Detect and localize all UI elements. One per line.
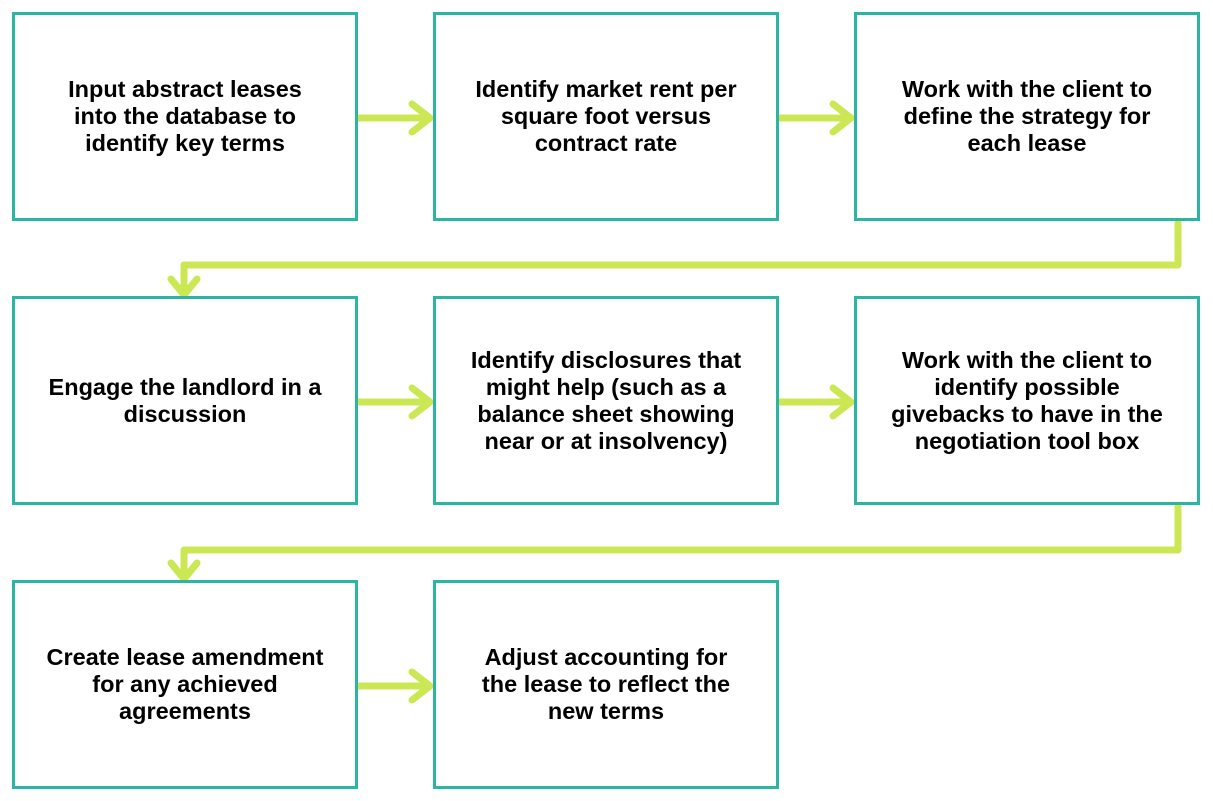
step-text: Adjust accounting for the lease to refle…	[481, 644, 731, 724]
connector-arrow-7-8	[355, 668, 434, 704]
step-text: Work with the client to identify possibl…	[891, 346, 1163, 454]
step-text: Create lease amendment for any achieved …	[46, 644, 324, 724]
step-text: Input abstract leases into the database …	[68, 76, 302, 156]
step-box-input-leases: Input abstract leases into the database …	[12, 12, 358, 221]
step-box-adjust-accounting: Adjust accounting for the lease to refle…	[433, 580, 779, 789]
step-box-identify-disclosures: Identify disclosures that might help (su…	[433, 296, 779, 505]
connector-elbow-6-7	[167, 503, 1182, 583]
step-text: Work with the client to define the strat…	[901, 76, 1153, 156]
step-box-define-strategy: Work with the client to define the strat…	[854, 12, 1200, 221]
step-text: Engage the landlord in a discussion	[48, 373, 322, 427]
step-box-identify-givebacks: Work with the client to identify possibl…	[854, 296, 1200, 505]
connector-arrow-1-2	[355, 100, 434, 136]
step-box-engage-landlord: Engage the landlord in a discussion	[12, 296, 358, 505]
step-box-market-rent: Identify market rent per square foot ver…	[433, 12, 779, 221]
connector-arrow-5-6	[776, 384, 855, 420]
step-text: Identify market rent per square foot ver…	[475, 76, 737, 156]
connector-arrow-4-5	[355, 384, 434, 420]
step-box-lease-amendment: Create lease amendment for any achieved …	[12, 580, 358, 789]
step-text: Identify disclosures that might help (su…	[470, 346, 742, 454]
connector-elbow-3-4	[167, 219, 1182, 299]
connector-arrow-2-3	[776, 100, 855, 136]
